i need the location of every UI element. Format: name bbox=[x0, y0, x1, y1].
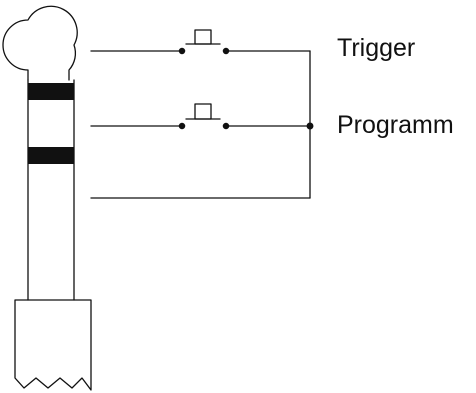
program-switch bbox=[179, 104, 228, 129]
program-switch-button bbox=[195, 104, 211, 119]
program-switch-contact-left bbox=[179, 123, 184, 128]
plug-sleeve bbox=[15, 300, 91, 390]
plug-ring-band-lower bbox=[28, 147, 74, 164]
trigger-switch-contact-left bbox=[179, 48, 184, 53]
plug-tip-outline bbox=[3, 6, 77, 80]
trigger-switch-contact-right bbox=[223, 48, 228, 53]
wiring bbox=[91, 51, 313, 198]
trigger-switch-button bbox=[195, 30, 211, 44]
program-switch-contact-right bbox=[223, 123, 228, 128]
common-junction-dot bbox=[307, 123, 313, 129]
trigger-label: Trigger bbox=[337, 34, 416, 62]
trigger-switch bbox=[179, 30, 228, 54]
jack-plug bbox=[3, 6, 91, 390]
plug-ring-band-upper bbox=[28, 83, 74, 100]
program-label: Programm bbox=[337, 111, 454, 139]
